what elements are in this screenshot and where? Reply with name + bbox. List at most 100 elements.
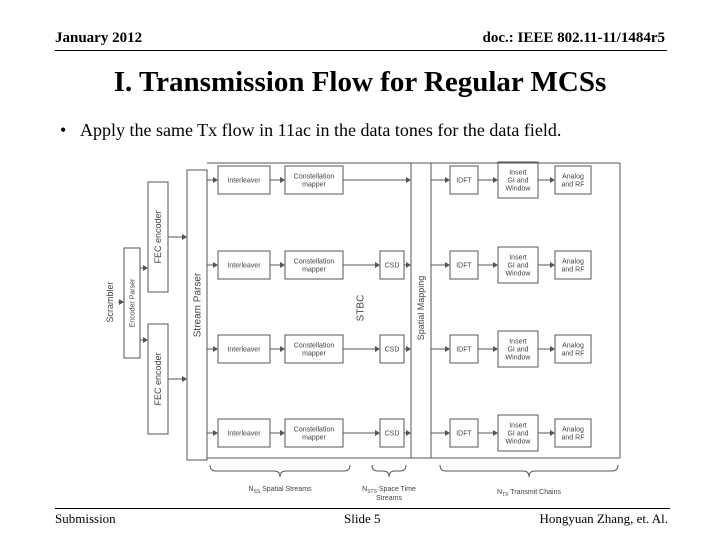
row-3-interleaver-box bbox=[217, 334, 271, 364]
row-2-to-gi-head bbox=[493, 262, 498, 268]
row-1-to-idft-head bbox=[445, 177, 450, 183]
row-1-idft-label: IDFT bbox=[456, 177, 472, 184]
row-3-analog-rf-box bbox=[554, 334, 592, 364]
row-4-csd-to-spatial-head bbox=[406, 430, 411, 436]
row-1-gi-window-box bbox=[497, 161, 539, 199]
brace-space-time-streams bbox=[371, 464, 407, 478]
row-2-interleaver-label: Interleaver bbox=[227, 262, 261, 269]
brace-transmit-chains bbox=[439, 464, 619, 478]
row-4-constellation-box bbox=[284, 418, 344, 448]
row-2-to-constellation-head bbox=[280, 262, 285, 268]
label-spatial-streams: NSS Spatial Streams bbox=[248, 486, 312, 495]
row-2-to-interleaver-head bbox=[213, 262, 218, 268]
row-3-to-csd-head bbox=[375, 346, 380, 352]
row-2-to-rf-head bbox=[550, 262, 555, 268]
row-4-interleaver-label: Interleaver bbox=[227, 430, 261, 437]
footer-submission: Submission bbox=[55, 511, 116, 526]
footer-slide-number: Slide 5 bbox=[344, 511, 381, 526]
row-1-to-spatial-head bbox=[406, 177, 411, 183]
row-4-to-constellation-head bbox=[280, 430, 285, 436]
row-3-to-idft-head bbox=[445, 346, 450, 352]
row-4-csd-label: CSD bbox=[385, 430, 400, 437]
scrambler-label: Scrambler bbox=[105, 281, 115, 322]
encoder-parser-label: Encoder Parser bbox=[129, 278, 136, 327]
row-3-to-interleaver-head bbox=[213, 346, 218, 352]
row-3-to-rf-head bbox=[550, 346, 555, 352]
stbc-label: STBC bbox=[356, 295, 367, 322]
row-4-to-interleaver-head bbox=[213, 430, 218, 436]
row-2-csd-label: CSD bbox=[385, 262, 400, 269]
fec-encoder-bottom-label: FEC encoder bbox=[153, 352, 163, 405]
bullet-item: • Apply the same Tx flow in 11ac in the d… bbox=[60, 120, 561, 141]
row-3-idft-label: IDFT bbox=[456, 346, 472, 353]
row-4-to-gi-head bbox=[493, 430, 498, 436]
row-2-constellation-box bbox=[284, 250, 344, 280]
row-4-to-idft-head bbox=[445, 430, 450, 436]
encparser-to-fec-bottom-head bbox=[143, 337, 148, 343]
bullet-text: Apply the same Tx flow in 11ac in the da… bbox=[80, 120, 562, 140]
row-4-to-csd-head bbox=[375, 430, 380, 436]
row-2-csd-to-spatial-head bbox=[406, 262, 411, 268]
fec-bottom-to-parser-head bbox=[182, 376, 187, 382]
row-2-to-csd-head bbox=[375, 262, 380, 268]
row-4-gi-window-box bbox=[497, 414, 539, 452]
row-4-to-rf-head bbox=[550, 430, 555, 436]
row-4-analog-rf-box bbox=[554, 418, 592, 448]
row-1-interleaver-box bbox=[217, 165, 271, 195]
row-3-interleaver-label: Interleaver bbox=[227, 346, 261, 353]
scrambler-arrow-head bbox=[119, 299, 124, 305]
stream-parser-box bbox=[186, 169, 208, 461]
label-transmit-chains: NTX Transmit Chains bbox=[497, 489, 561, 498]
row-2-to-idft-head bbox=[445, 262, 450, 268]
row-1-constellation-box bbox=[284, 165, 344, 195]
bullet-dot: • bbox=[60, 120, 67, 140]
row-3-to-gi-head bbox=[493, 346, 498, 352]
row-3-constellation-box bbox=[284, 334, 344, 364]
row-2-idft-label: IDFT bbox=[456, 262, 472, 269]
row-3-idft-box bbox=[449, 334, 479, 364]
row-2-gi-window-box bbox=[497, 246, 539, 284]
row-1-interleaver-label: Interleaver bbox=[227, 177, 261, 184]
row-2-interleaver-box bbox=[217, 250, 271, 280]
row-2-idft-box bbox=[449, 250, 479, 280]
header-doc-id: doc.: IEEE 802.11-11/1484r5 bbox=[482, 30, 665, 46]
row-1-to-constellation-head bbox=[280, 177, 285, 183]
row-4-interleaver-box bbox=[217, 418, 271, 448]
footer-author: Hongyuan Zhang, et. Al. bbox=[539, 511, 668, 526]
row-1-analog-rf-box bbox=[554, 165, 592, 195]
header-rule bbox=[55, 50, 667, 51]
row-3-csd-label: CSD bbox=[385, 346, 400, 353]
row-1-idft-box bbox=[449, 165, 479, 195]
footer-rule bbox=[55, 508, 670, 509]
row-1-to-rf-head bbox=[550, 177, 555, 183]
fec-encoder-top-label: FEC encoder bbox=[153, 210, 163, 263]
row-1-to-interleaver-head bbox=[213, 177, 218, 183]
spatial-mapping-label: Spatial Mapping bbox=[416, 276, 426, 341]
slide-title: I. Transmission Flow for Regular MCSs bbox=[113, 66, 607, 98]
encoder-parser-box bbox=[123, 247, 141, 359]
row-3-gi-window-box bbox=[497, 330, 539, 368]
encparser-to-fec-top-head bbox=[143, 265, 148, 271]
row-3-csd-to-spatial-head bbox=[406, 346, 411, 352]
label-space-time-streams-line2: Streams bbox=[376, 495, 403, 502]
row-3-to-constellation-head bbox=[280, 346, 285, 352]
row-1-to-gi-head bbox=[493, 177, 498, 183]
row-4-idft-label: IDFT bbox=[456, 430, 472, 437]
brace-spatial-streams bbox=[209, 464, 351, 478]
label-space-time-streams: NSTS Space Time bbox=[362, 486, 416, 495]
row-2-analog-rf-box bbox=[554, 250, 592, 280]
header-date: January 2012 bbox=[55, 30, 143, 46]
